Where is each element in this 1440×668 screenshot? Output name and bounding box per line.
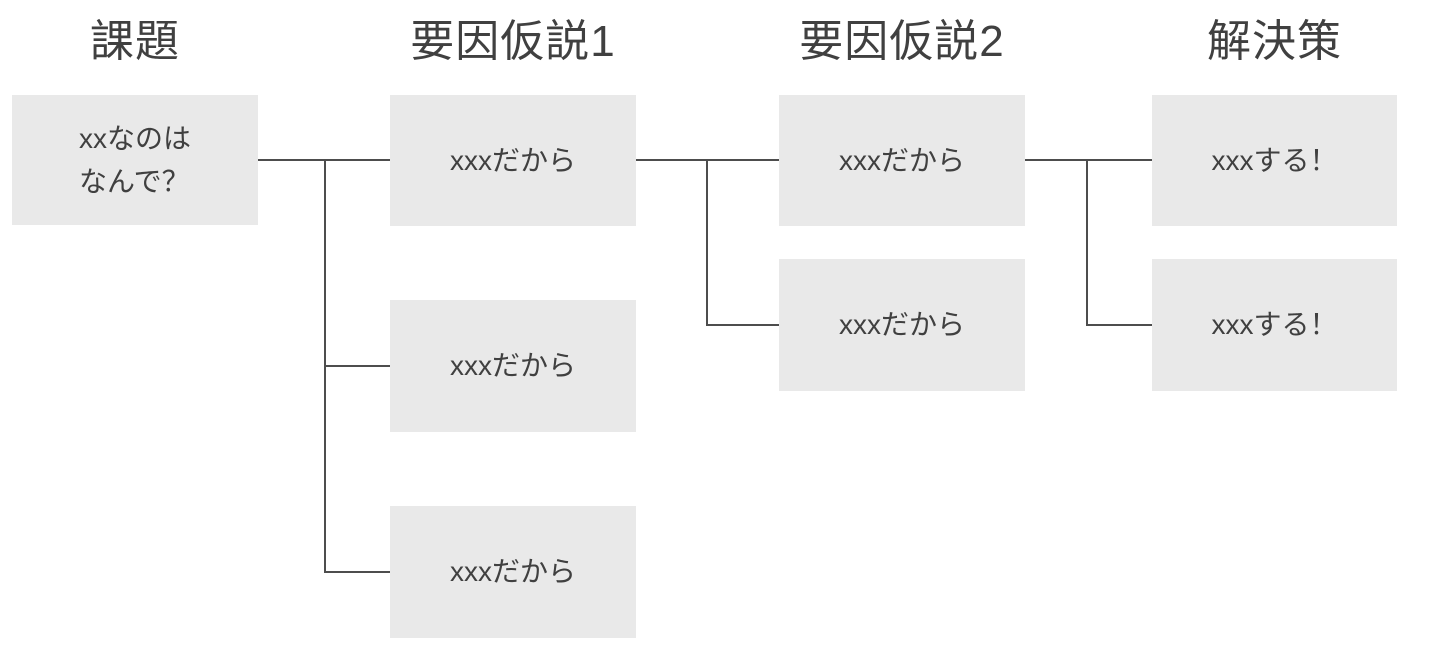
issue-box-line1: xxなのは <box>78 122 191 154</box>
column-header-issue: 課題 <box>90 17 180 66</box>
hypothesis1-box-3: xxxだから <box>390 506 636 638</box>
issue-box: xxなのは なんで？ <box>12 95 258 225</box>
hypothesis2-box-2: xxxだから <box>779 259 1025 391</box>
column-header-hypothesis2: 要因仮説2 <box>799 17 1005 66</box>
solution-box-2: xxxする！ <box>1152 259 1397 391</box>
hypothesis1-box-1: xxxだから <box>390 95 636 226</box>
issue-box-line2: なんで？ <box>78 166 190 197</box>
column-header-solution: 解決策 <box>1207 17 1342 66</box>
hypothesis2-box-1: xxxだから <box>779 95 1025 226</box>
column-header-hypothesis1: 要因仮説1 <box>410 17 616 66</box>
hypothesis1-box-2: xxxだから <box>390 300 636 432</box>
issue-box-text: xxなのは なんで？ <box>79 117 191 204</box>
solution-box-1: xxxする！ <box>1152 95 1397 226</box>
